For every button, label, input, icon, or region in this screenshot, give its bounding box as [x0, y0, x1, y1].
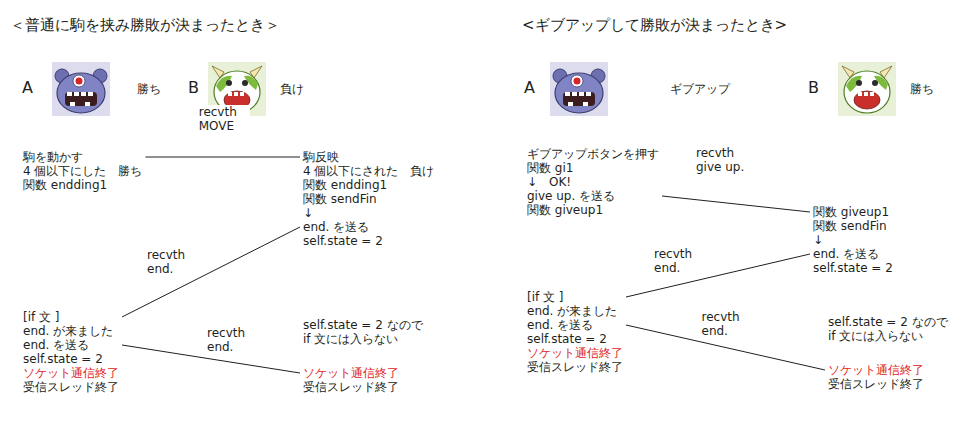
step-text: 駒を動かす [23, 150, 142, 164]
step-text: 受信スレッド終了 [828, 377, 924, 391]
step-text-block: self.state = 2 なのでif 文には入らない [300, 318, 426, 346]
step-text: end. を送る [813, 247, 893, 261]
message-line [122, 227, 300, 317]
monster-icon [52, 62, 110, 116]
step-text-block: self.state = 2 なのでif 文には入らない [825, 315, 951, 343]
step-text: 駒反映 [303, 150, 434, 164]
step-text: ソケット通信終了 [527, 346, 623, 360]
step-text: 関数 sendFin [303, 192, 434, 206]
step-text: end. を送る [23, 338, 119, 352]
step-text: [if 文 ] [527, 290, 623, 304]
step-text: if 文には入らない [303, 332, 423, 346]
section-title: <ギブアップして勝敗が決まったとき> [522, 16, 787, 34]
step-text-block: ソケット通信終了受信スレッド終了 [300, 366, 402, 394]
cow-icon [838, 62, 896, 116]
step-text: ↓ [813, 233, 893, 247]
player-letter: A [524, 78, 535, 97]
step-text-block: [if 文 ]end. が来ましたend. を送るself.state = 2ソ… [524, 290, 626, 374]
step-text: if 文には入らない [828, 329, 948, 343]
step-text: [if 文 ] [23, 310, 119, 324]
message-label: recvth give up. [695, 146, 759, 174]
step-text: 関数 sendFin [813, 219, 893, 233]
step-text: 受信スレッド終了 [527, 360, 623, 374]
step-text: 関数 giveup1 [527, 203, 659, 217]
step-text: 4 個以下にされた 負け [303, 164, 434, 178]
step-text: 関数 giveup1 [813, 205, 893, 219]
step-text: end. が来ました [527, 304, 623, 318]
step-text: self.state = 2 [813, 261, 893, 275]
result-label: ギブアップ [670, 82, 730, 96]
step-text-block: 関数 giveup1関数 sendFin↓end. を送るself.state … [810, 205, 896, 275]
message-label: recvth MOVE [198, 105, 250, 133]
step-text: self.state = 2 なので [828, 315, 948, 329]
step-text: 受信スレッド終了 [23, 380, 119, 394]
message-label: recvth end. [146, 248, 198, 276]
step-text: self.state = 2 [303, 234, 434, 248]
result-label: 勝ち [137, 82, 161, 96]
player-letter: A [22, 78, 33, 97]
message-label: recvth end. [653, 247, 705, 275]
step-text: 受信スレッド終了 [303, 380, 399, 394]
step-text-block: ギブアップボタンを押す関数 gi1↓ OK!give up. を送る関数 giv… [524, 147, 662, 217]
message-line [145, 157, 300, 158]
step-text: 関数 endding1 [23, 178, 142, 192]
step-text: ソケット通信終了 [828, 363, 924, 377]
monster-icon [550, 62, 608, 116]
step-text: 関数 endding1 [303, 178, 434, 192]
player-letter: B [808, 78, 819, 97]
message-line [662, 196, 810, 212]
step-text: 4 個以下にした 勝ち [23, 164, 142, 178]
step-text: ↓ [303, 206, 434, 220]
step-text: 関数 gi1 [527, 161, 659, 175]
step-text-block: 駒反映4 個以下にされた 負け関数 endding1関数 sendFin↓end… [300, 150, 437, 248]
step-text: self.state = 2 なので [303, 318, 423, 332]
step-text-block: 駒を動かす4 個以下にした 勝ち関数 endding1 [20, 150, 145, 192]
result-label: 負け [280, 82, 304, 96]
step-text-block: ソケット通信終了受信スレッド終了 [825, 363, 927, 391]
section-title: ＜普通に駒を挟み勝敗が決まったとき＞ [10, 16, 280, 34]
step-text: ソケット通信終了 [23, 366, 119, 380]
step-text: ソケット通信終了 [303, 366, 399, 380]
step-text: self.state = 2 [23, 352, 119, 366]
message-label: recvth end. [206, 326, 258, 354]
step-text: end. を送る [303, 220, 434, 234]
step-text: ↓ OK! [527, 175, 659, 189]
step-text: end. が来ました [23, 324, 119, 338]
step-text: give up. を送る [527, 189, 659, 203]
player-letter: B [188, 78, 199, 97]
step-text: ギブアップボタンを押す [527, 147, 659, 161]
step-text: end. を送る [527, 318, 623, 332]
step-text-block: [if 文 ]end. が来ましたend. を送るself.state = 2ソ… [20, 310, 122, 394]
step-text: self.state = 2 [527, 332, 623, 346]
message-label: recvth end. [701, 310, 753, 338]
result-label: 勝ち [910, 82, 934, 96]
